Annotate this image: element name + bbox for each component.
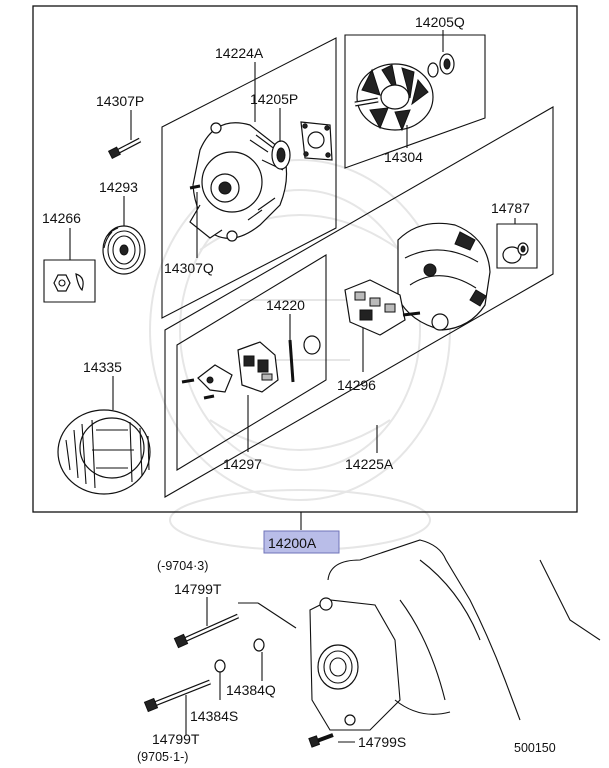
front-housing-drawing	[189, 122, 288, 242]
label-14293[interactable]: 14293	[99, 179, 138, 195]
label-14225A[interactable]: 14225A	[345, 456, 394, 472]
assembly-frame	[32, 5, 578, 513]
panel-14225A	[164, 106, 554, 498]
label-14799T-bottom[interactable]: 14799T	[152, 731, 200, 747]
rotor-14304-drawing	[354, 53, 455, 132]
label-14200A[interactable]: 14200A	[268, 535, 317, 551]
label-14335[interactable]: 14335	[83, 359, 122, 375]
date-range-bottom: (9705·1-)	[137, 750, 188, 764]
label-14205Q[interactable]: 14205Q	[415, 14, 465, 30]
engine-block-drawing	[309, 539, 601, 731]
pulley-14293-drawing	[102, 225, 146, 275]
label-14224A[interactable]: 14224A	[215, 45, 264, 61]
panel-14304	[344, 34, 486, 169]
label-14384S[interactable]: 14384S	[190, 708, 238, 724]
bolt-14307P-drawing	[107, 137, 142, 160]
label-14205P[interactable]: 14205P	[250, 91, 298, 107]
label-14307Q[interactable]: 14307Q	[164, 260, 214, 276]
label-14787[interactable]: 14787	[491, 200, 530, 216]
label-14384Q[interactable]: 14384Q	[226, 682, 276, 698]
rear-housing-drawing	[397, 222, 491, 331]
stator-14335-drawing	[57, 409, 151, 495]
label-14220[interactable]: 14220	[266, 297, 305, 313]
label-14799S[interactable]: 14799S	[358, 734, 406, 750]
label-14799T-top[interactable]: 14799T	[174, 581, 222, 597]
label-14304[interactable]: 14304	[384, 149, 423, 165]
lower-fasteners-drawing	[143, 613, 334, 748]
brush-holder-14297-drawing	[181, 335, 321, 400]
nut-14266-drawing	[43, 259, 96, 303]
diagram-code: 500150	[514, 741, 556, 755]
date-range-top: (-9704·3)	[157, 559, 208, 573]
label-14297[interactable]: 14297	[223, 456, 262, 472]
bearing-14205P-drawing	[271, 121, 333, 170]
panel-14297	[176, 254, 327, 471]
panel-14224A	[161, 37, 337, 319]
rectifier-14296-drawing	[344, 279, 421, 336]
label-14307P[interactable]: 14307P	[96, 93, 144, 109]
highlight-14200A	[263, 530, 340, 554]
part-labels: 14224A 14205Q 14307P 14205P 14304 14293 …	[42, 14, 556, 764]
cap-14787-drawing	[496, 223, 538, 269]
leader-lines	[69, 30, 516, 743]
label-14296[interactable]: 14296	[337, 377, 376, 393]
label-14266[interactable]: 14266	[42, 210, 81, 226]
